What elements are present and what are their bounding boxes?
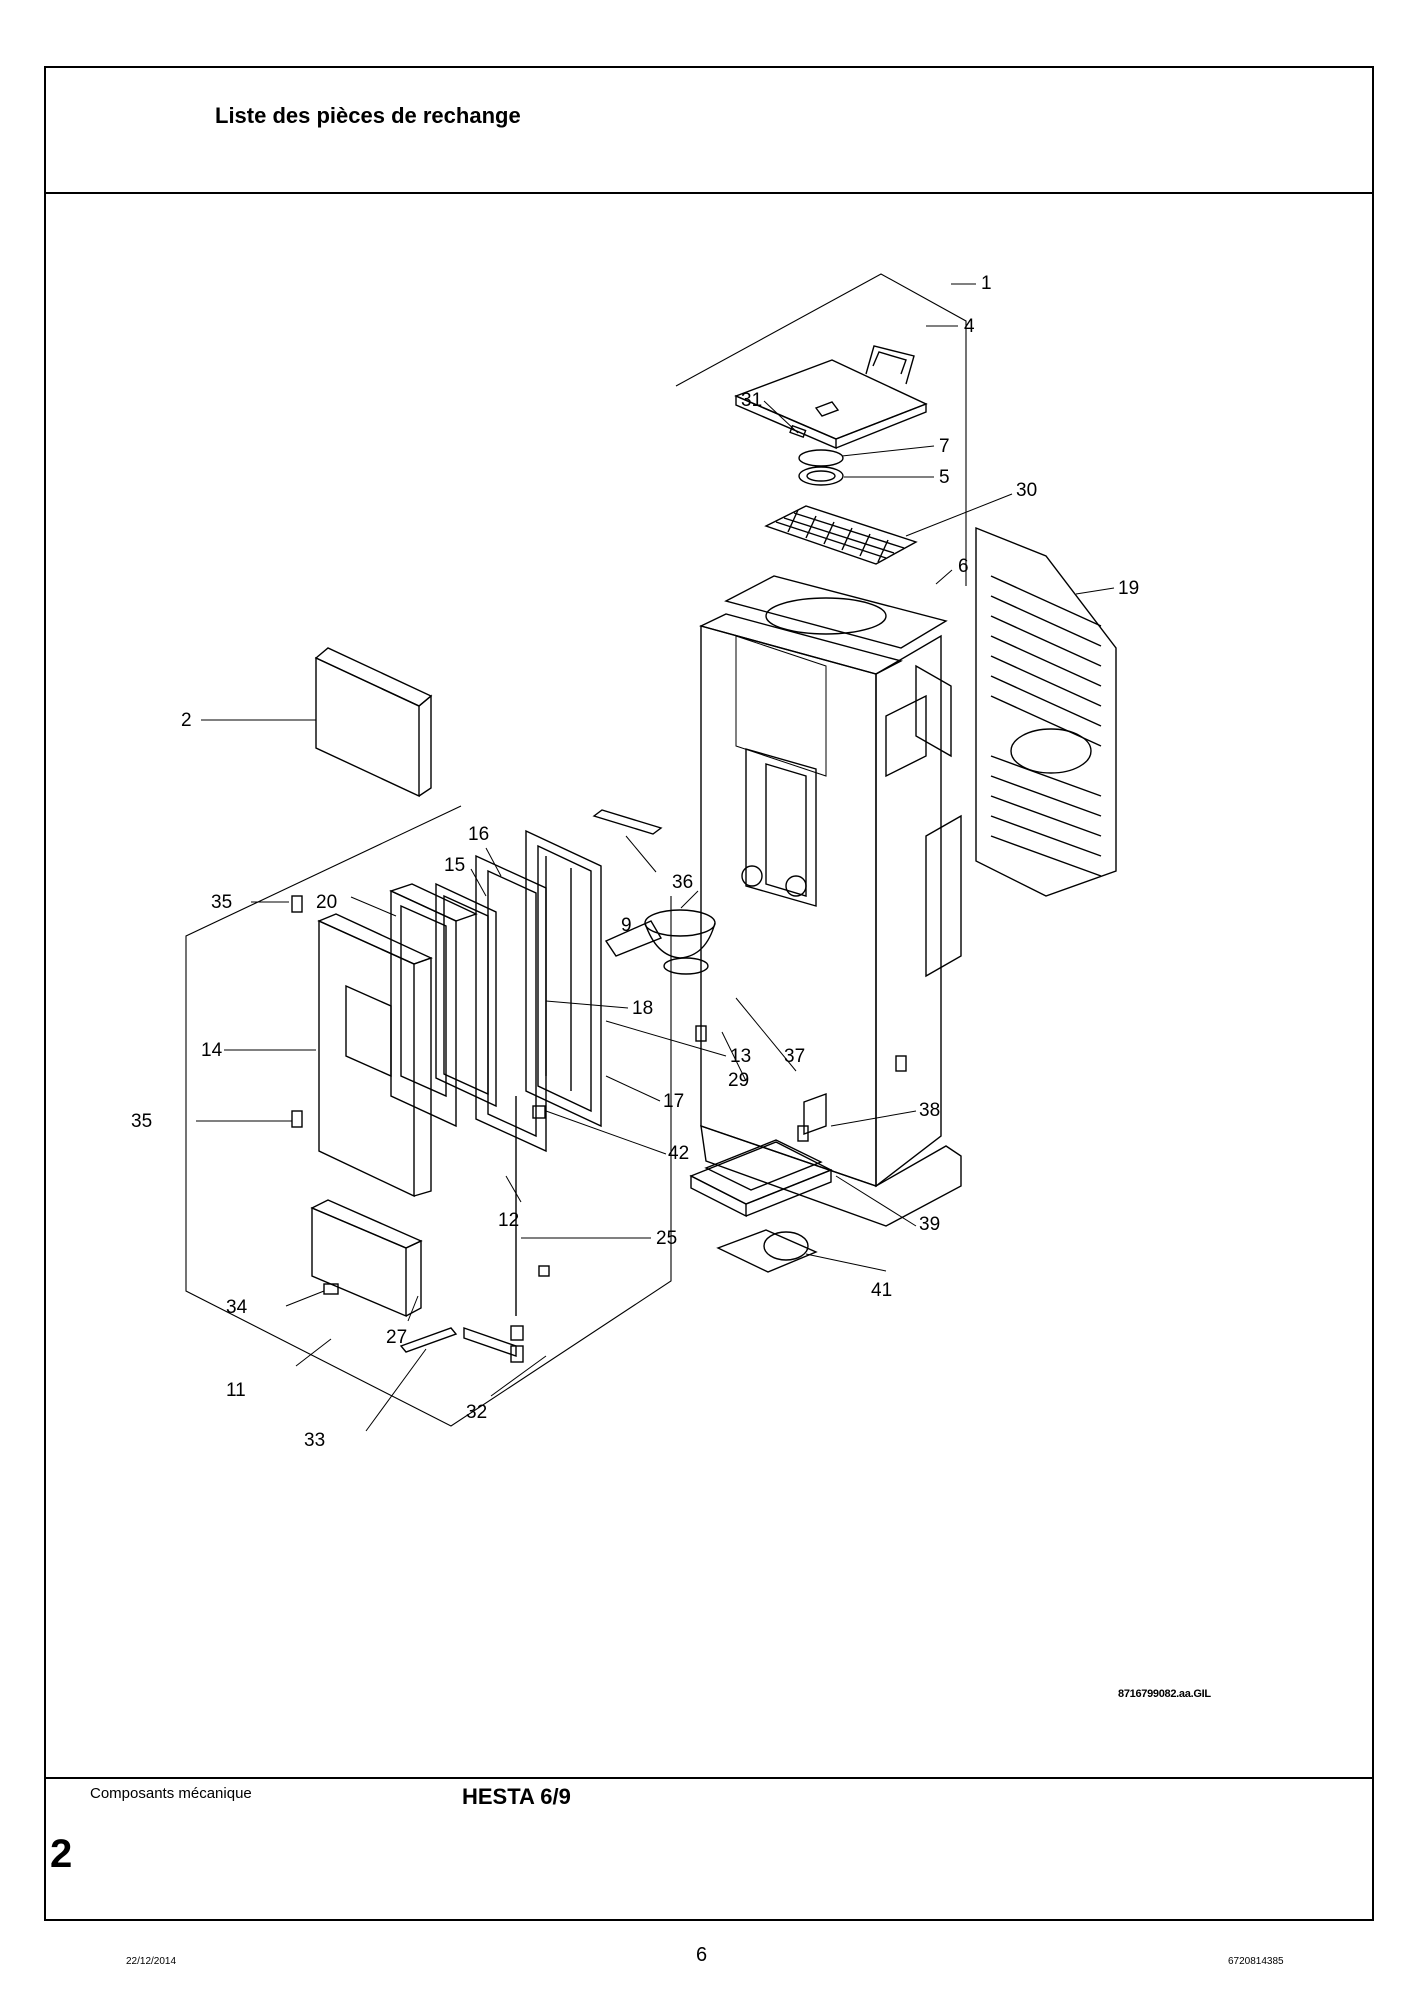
callout-37: 37: [784, 1046, 805, 1067]
callout-30: 30: [1016, 480, 1037, 501]
callout-7: 7: [939, 436, 950, 457]
clip-part-31: [789, 424, 807, 439]
frame-part-16: [475, 854, 547, 1153]
callout-15: 15: [444, 855, 465, 876]
foot-part-29: [695, 1025, 707, 1042]
callout-35-upper: 35: [211, 892, 232, 913]
callout-6: 6: [958, 556, 969, 577]
page-title: Liste des pièces de rechange: [215, 103, 521, 128]
flue-collar-part-5: [798, 466, 844, 486]
callout-14: 14: [201, 1040, 223, 1061]
callout-34: 34: [226, 1297, 248, 1318]
latch-part-35b: [291, 1110, 303, 1128]
bracket-part-9: [592, 809, 663, 835]
door-assembly-outline-11: [185, 805, 672, 1427]
callout-16: 16: [468, 824, 489, 845]
callout-32: 32: [466, 1402, 487, 1423]
hinge-part-42: [532, 1105, 546, 1119]
deflector-part-9b: [604, 920, 663, 957]
top-cover-part: [734, 345, 928, 450]
page-frame: [44, 66, 1374, 1921]
product-name: HESTA 6/9: [462, 1784, 571, 1809]
drawing-reference: 8716799082.aa.GIL: [1118, 1688, 1211, 1700]
callout-25: 25: [656, 1228, 677, 1249]
filter-part-38: [803, 1093, 827, 1135]
assembly-group-1-outline: [675, 273, 967, 586]
callout-42: 42: [668, 1143, 689, 1164]
grate-part-41: [716, 1229, 818, 1273]
callout-20: 20: [316, 892, 337, 913]
document-number: 6720814385: [1228, 1956, 1284, 1967]
header-divider: [44, 192, 1374, 194]
door-frame-part-20: [389, 883, 478, 1128]
callout-17: 17: [663, 1091, 684, 1112]
callout-33: 33: [304, 1430, 325, 1451]
callout-39: 39: [919, 1214, 940, 1235]
bar-part-33: [399, 1327, 458, 1353]
callout-9: 9: [621, 915, 632, 936]
stove-body-part-6: [699, 575, 962, 1227]
page-number: 6: [696, 1944, 708, 1966]
callout-1: 1: [981, 273, 992, 294]
ash-pan-part-39: [689, 1139, 833, 1218]
frame-part-17: [525, 829, 602, 1128]
callout-18: 18: [632, 998, 653, 1019]
side-grille-part-19: [975, 526, 1117, 897]
callout-4: 4: [964, 316, 975, 337]
callout-19: 19: [1118, 578, 1139, 599]
callout-41: 41: [871, 1280, 892, 1301]
footer-date: 22/12/2014: [126, 1956, 177, 1967]
bar-part-32: [463, 1327, 517, 1357]
section-name: Composants mécanique: [90, 1785, 252, 1802]
exploded-view-diagram: 1 4 31 7 5 30 6 19 2 16 15 35 20 36 9 14…: [46, 196, 1372, 1776]
callout-11: 11: [226, 1380, 246, 1401]
top-grate-part-30: [764, 505, 918, 565]
callout-29: 29: [728, 1070, 749, 1091]
latch-part-35a: [291, 895, 303, 913]
burner-pot-part-36: [644, 909, 716, 975]
callout-35-lower: 35: [131, 1111, 152, 1132]
gasket-part-7: [798, 449, 844, 467]
door-front-part-14: [317, 913, 433, 1198]
callout-5: 5: [939, 467, 950, 488]
callout-13: 13: [730, 1046, 751, 1067]
clip-part-34: [323, 1283, 339, 1295]
callout-27: 27: [386, 1327, 407, 1348]
lower-panel-part-27: [310, 1199, 423, 1318]
callout-36: 36: [672, 872, 693, 893]
side-panel-part-2: [314, 647, 433, 798]
footer-divider: [44, 1777, 1374, 1779]
callout-31: 31: [741, 390, 762, 411]
callout-12: 12: [498, 1210, 519, 1231]
callout-38: 38: [919, 1100, 940, 1121]
leader-lines: [196, 283, 1115, 1432]
callout-2: 2: [181, 710, 192, 731]
section-number: 2: [50, 1832, 73, 1876]
